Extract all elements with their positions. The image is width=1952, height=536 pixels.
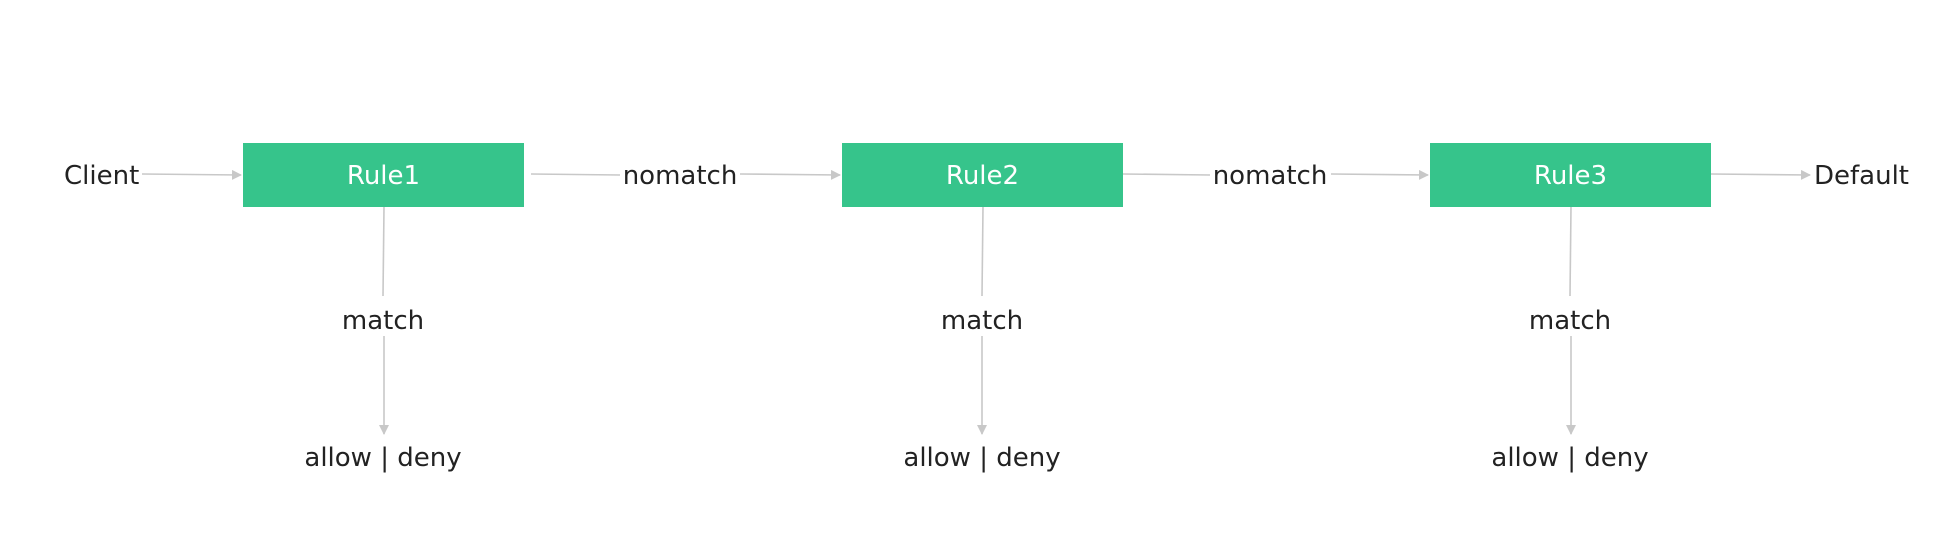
match-label-3: match — [1529, 306, 1611, 336]
rule-node-1-box — [243, 143, 524, 207]
edge-rule1-to-nomatch-1 — [530, 173, 621, 176]
rule-node-2-box — [842, 143, 1123, 207]
outcome-label-1: allow | deny — [304, 443, 461, 473]
rule-node-1-label: Rule1 — [347, 161, 420, 191]
rule-node-2-label: Rule2 — [946, 161, 1019, 191]
edge-nomatch-2-to-rule3 — [1330, 169, 1429, 180]
rule-node-3-box — [1430, 143, 1711, 207]
edge-rule2-to-match — [981, 206, 984, 297]
edge-client-to-rule1 — [141, 169, 242, 180]
match-label-1: match — [342, 306, 424, 336]
rule-node-1: Rule1 — [243, 143, 524, 207]
outcome-label-3: allow | deny — [1491, 443, 1648, 473]
default-label: Default — [1814, 161, 1909, 191]
edge-rule3-to-match — [1569, 206, 1572, 297]
rule-node-2: Rule2 — [842, 143, 1123, 207]
nomatch-label-2: nomatch — [1213, 161, 1328, 191]
client-label: Client — [64, 161, 139, 191]
edge-rule1-to-match — [382, 206, 385, 297]
edge-rule2-to-nomatch-2 — [1122, 173, 1211, 176]
nomatch-label-1: nomatch — [623, 161, 738, 191]
outcome-label-2: allow | deny — [903, 443, 1060, 473]
match-label-2: match — [941, 306, 1023, 336]
rule-node-3: Rule3 — [1430, 143, 1711, 207]
edge-nomatch-1-to-rule2 — [739, 169, 841, 180]
edge-rule3-to-default — [1710, 169, 1811, 180]
rule-node-3-label: Rule3 — [1534, 161, 1607, 191]
